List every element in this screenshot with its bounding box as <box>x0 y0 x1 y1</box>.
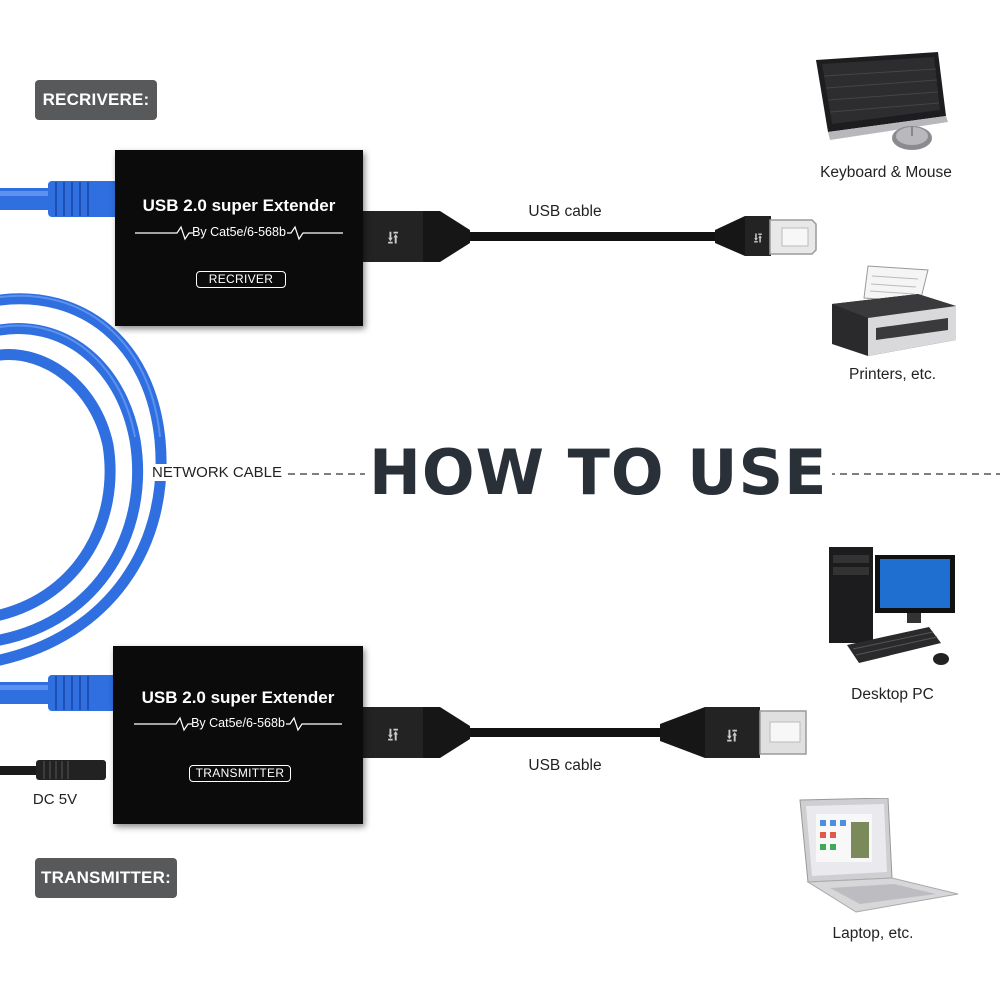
usb-cable-bottom-label: USB cable <box>528 757 602 774</box>
usb-cable-bottom: ⭿ ⭿ <box>363 707 807 758</box>
dc-power-label: DC 5V <box>32 791 78 808</box>
svg-text:⭿: ⭿ <box>753 231 762 247</box>
transmitter-tag: TRANSMITTER: <box>35 858 177 898</box>
receiver-box: USB 2.0 super Extender By Cat5e/6-568b R… <box>115 150 363 326</box>
signal-wave-icon <box>135 225 343 241</box>
svg-text:⭿: ⭿ <box>387 725 399 746</box>
receiver-tag: RECRIVERE: <box>35 80 157 120</box>
keyboard-mouse-icon <box>816 52 948 150</box>
device-caption-keyboard: Keyboard & Mouse <box>820 164 952 181</box>
transmitter-badge: TRANSMITTER <box>189 765 291 782</box>
signal-wave-icon <box>134 716 342 732</box>
receiver-box-subtitle: By Cat5e/6-568b <box>192 225 286 239</box>
receiver-box-title: USB 2.0 super Extender <box>142 196 336 215</box>
network-cable-label: NETWORK CABLE <box>152 464 286 481</box>
usb-cable-top-label: USB cable <box>528 203 602 220</box>
transmitter-box-subtitle: By Cat5e/6-568b <box>191 716 285 730</box>
device-caption-laptop: Laptop, etc. <box>832 925 914 942</box>
transmitter-box-title: USB 2.0 super Extender <box>141 688 335 707</box>
device-caption-desktop: Desktop PC <box>851 686 934 703</box>
svg-text:⭿: ⭿ <box>726 726 738 747</box>
dc-power-cable <box>0 766 40 775</box>
rj45-connector-bottom <box>48 675 120 711</box>
printer-icon <box>832 265 956 356</box>
rj45-connector-top <box>48 181 120 217</box>
usb-cable-top: ⭿ ⭿ <box>363 211 817 262</box>
transmitter-box: USB 2.0 super Extender By Cat5e/6-568b T… <box>113 646 363 824</box>
svg-text:⭿: ⭿ <box>387 228 399 249</box>
laptop-icon <box>799 798 959 913</box>
device-caption-printer: Printers, etc. <box>849 366 936 383</box>
receiver-badge: RECRIVER <box>196 271 286 288</box>
blue-cable-coil <box>0 293 167 666</box>
desktop-pc-icon <box>829 547 955 665</box>
headline: HOW TO USE <box>365 436 832 510</box>
